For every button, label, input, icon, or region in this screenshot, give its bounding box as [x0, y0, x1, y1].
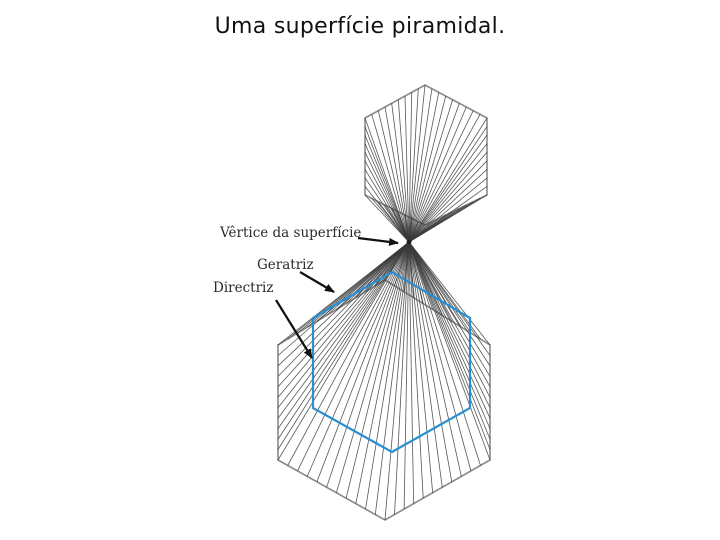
lower-generatrix-line-44 [384, 241, 410, 521]
upper-generatrix-line-19 [408, 126, 488, 243]
upper-generatrix-line-8 [408, 88, 419, 243]
upper-generatrix-line-7 [408, 92, 413, 243]
lower-generatrix-line-55 [277, 241, 410, 461]
upper-generatrix-line-15 [408, 106, 467, 243]
lower-generatrix-line-41 [408, 241, 414, 504]
lower-generatrix-line-34 [408, 241, 481, 466]
upper-generatrix-line-35 [408, 221, 433, 243]
slide-title: Uma superfície piramidal. [214, 14, 506, 39]
lower-generatrix-line-29 [408, 241, 491, 419]
upper-generatrix-line-45 [364, 194, 410, 243]
upper-generatrix-line-38 [408, 218, 413, 243]
upper-generatrix-line-36 [408, 224, 426, 243]
lower-generatrix-line-64 [277, 241, 410, 367]
upper-generatrix-line-24 [408, 169, 488, 243]
upper-nappe [364, 84, 488, 243]
lower-generatrix-line-60 [277, 241, 410, 408]
lower-generatrix-line-50 [326, 241, 410, 488]
upper-generatrix-line-11 [408, 92, 440, 243]
vertex-arrow [357, 236, 399, 246]
upper-generatrix-line-3 [384, 106, 410, 243]
upper-generatrix-line-9 [408, 84, 426, 243]
directrix-label: Directriz [213, 280, 273, 296]
upper-generatrix-line-52 [364, 134, 410, 243]
vertex-label: Vêrtice da superfície [219, 225, 361, 241]
lower-generatrix-line-45 [374, 241, 410, 515]
lower-generatrix-line-28 [408, 241, 491, 408]
upper-generatrix-line-46 [364, 186, 410, 243]
lower-nappe [277, 241, 491, 521]
upper-generatrix-line-4 [391, 103, 410, 243]
lower-generatrix-line-43 [394, 241, 410, 515]
directrix-arrow [275, 299, 313, 359]
lower-generatrix-line-49 [336, 241, 410, 493]
upper-generatrix-line-39 [404, 214, 410, 243]
lower-generatrix-line-62 [277, 241, 410, 388]
upper-generatrix-line-6 [404, 95, 410, 243]
upper-generatrix-line-16 [408, 110, 474, 243]
upper-generatrix-line-13 [408, 99, 453, 243]
lower-generatrix-line-37 [408, 241, 453, 482]
upper-generatrix-line-20 [408, 134, 488, 243]
lower-generatrix-lines [277, 241, 491, 521]
lower-generatrix-line-36 [408, 241, 462, 477]
upper-generatrix-lines [364, 84, 488, 243]
upper-generatrix-line-12 [408, 95, 447, 243]
lower-generatrix-line-32 [408, 241, 491, 450]
upper-generatrix-line-48 [364, 169, 410, 243]
lower-generatrix-line-42 [403, 241, 410, 510]
upper-generatrix-line-21 [408, 143, 488, 243]
lower-generatrix-line-56 [277, 241, 410, 450]
lower-generatrix-line-63 [277, 241, 410, 377]
lower-generatrix-line-59 [277, 241, 410, 419]
lower-generatrix-line-24 [408, 241, 491, 367]
upper-generatrix-line-1 [371, 114, 410, 243]
lower-generatrix-line-33 [408, 241, 491, 461]
lower-generatrix-line-58 [277, 241, 410, 429]
upper-generatrix-line-53 [364, 126, 410, 243]
lower-generatrix-line-25 [408, 241, 491, 377]
lower-generatrix-line-30 [408, 241, 491, 429]
lower-generatrix-line-54 [287, 241, 410, 466]
lower-generatrix-line-22 [408, 241, 491, 346]
upper-generatrix-line-51 [364, 143, 410, 243]
lower-generatrix-line-40 [408, 241, 424, 499]
lower-generatrix-line-46 [365, 241, 410, 510]
lower-generatrix-line-27 [408, 241, 491, 398]
lower-generatrix-line-53 [297, 241, 410, 472]
lower-generatrix-line-48 [345, 241, 410, 499]
lower-generatrix-line-52 [306, 241, 410, 477]
lower-generatrix-line-51 [316, 241, 410, 482]
lower-generatrix-line-61 [277, 241, 410, 398]
generatrix-arrow [299, 271, 335, 293]
upper-generatrix-line-37 [408, 221, 419, 243]
directrix-hexagon [311, 270, 472, 454]
upper-generatrix-line-5 [397, 99, 410, 243]
lower-generatrix-line-35 [408, 241, 472, 472]
generatrix-label: Geratriz [257, 257, 314, 273]
lower-generatrix-line-23 [408, 241, 491, 356]
surface-vertex [406, 239, 412, 245]
upper-generatrix-line-18 [408, 117, 488, 243]
upper-generatrix-line-10 [408, 88, 433, 243]
lower-generatrix-line-47 [355, 241, 410, 504]
upper-generatrix-line-14 [408, 103, 460, 243]
lower-generatrix-line-38 [408, 241, 443, 488]
upper-generatrix-line-49 [364, 160, 410, 243]
lower-generatrix-line-31 [408, 241, 491, 440]
upper-generatrix-line-2 [377, 110, 410, 243]
lower-generatrix-line-26 [408, 241, 491, 387]
upper-generatrix-line-47 [364, 177, 410, 243]
upper-generatrix-line-17 [408, 114, 481, 243]
upper-generatrix-line-22 [408, 151, 488, 243]
upper-generatrix-line-50 [364, 152, 410, 243]
